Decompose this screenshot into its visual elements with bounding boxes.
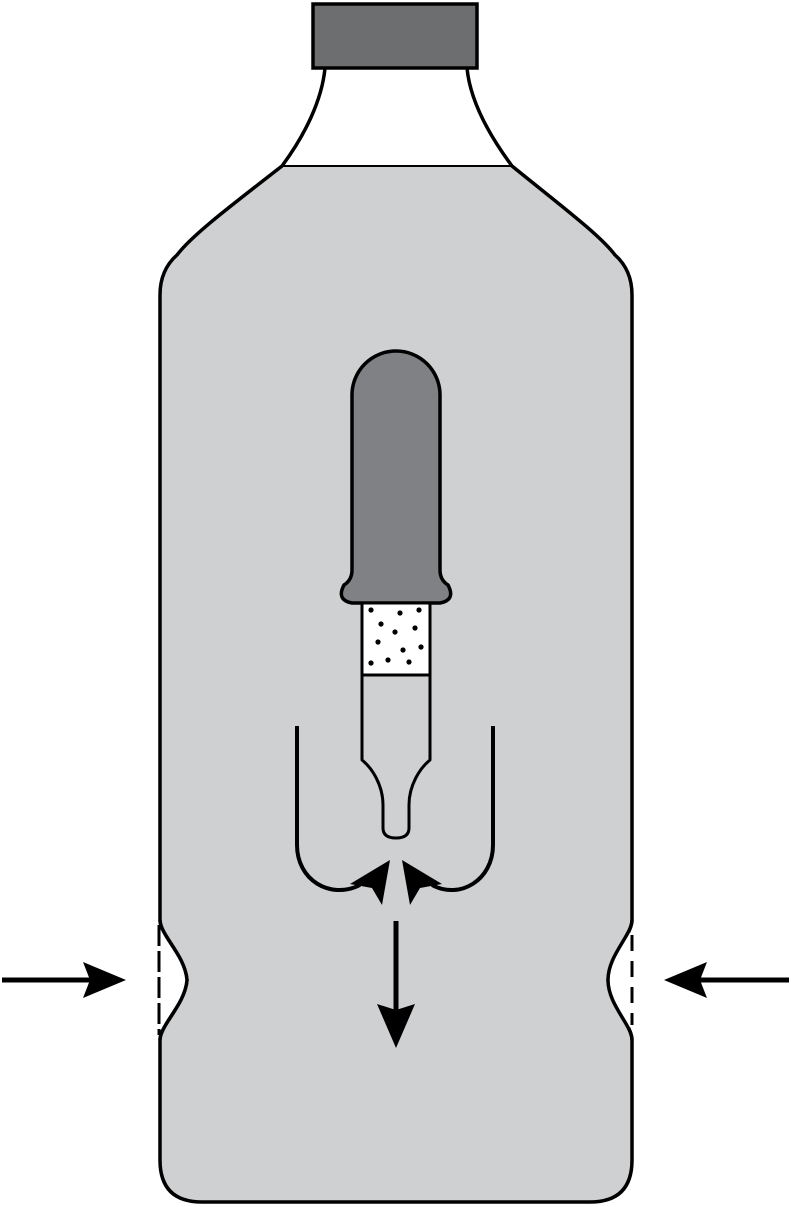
water bbox=[160, 166, 632, 1202]
squeeze-arrowhead-right-icon bbox=[664, 962, 707, 998]
bottle-outline bbox=[158, 67, 634, 1204]
sink-arrowhead-icon bbox=[377, 1004, 415, 1048]
dropper-bulb bbox=[339, 349, 453, 605]
squeeze-arrowhead-left-icon bbox=[83, 962, 126, 998]
flow-curve-left bbox=[295, 726, 361, 892]
flow-curve-right bbox=[431, 726, 495, 892]
air-dots bbox=[368, 607, 424, 666]
dropper-tube bbox=[360, 675, 432, 840]
flow-arrowhead-right-icon bbox=[402, 860, 442, 905]
bottle-cap bbox=[311, 2, 479, 70]
flow-arrowhead-left-icon bbox=[350, 860, 390, 905]
